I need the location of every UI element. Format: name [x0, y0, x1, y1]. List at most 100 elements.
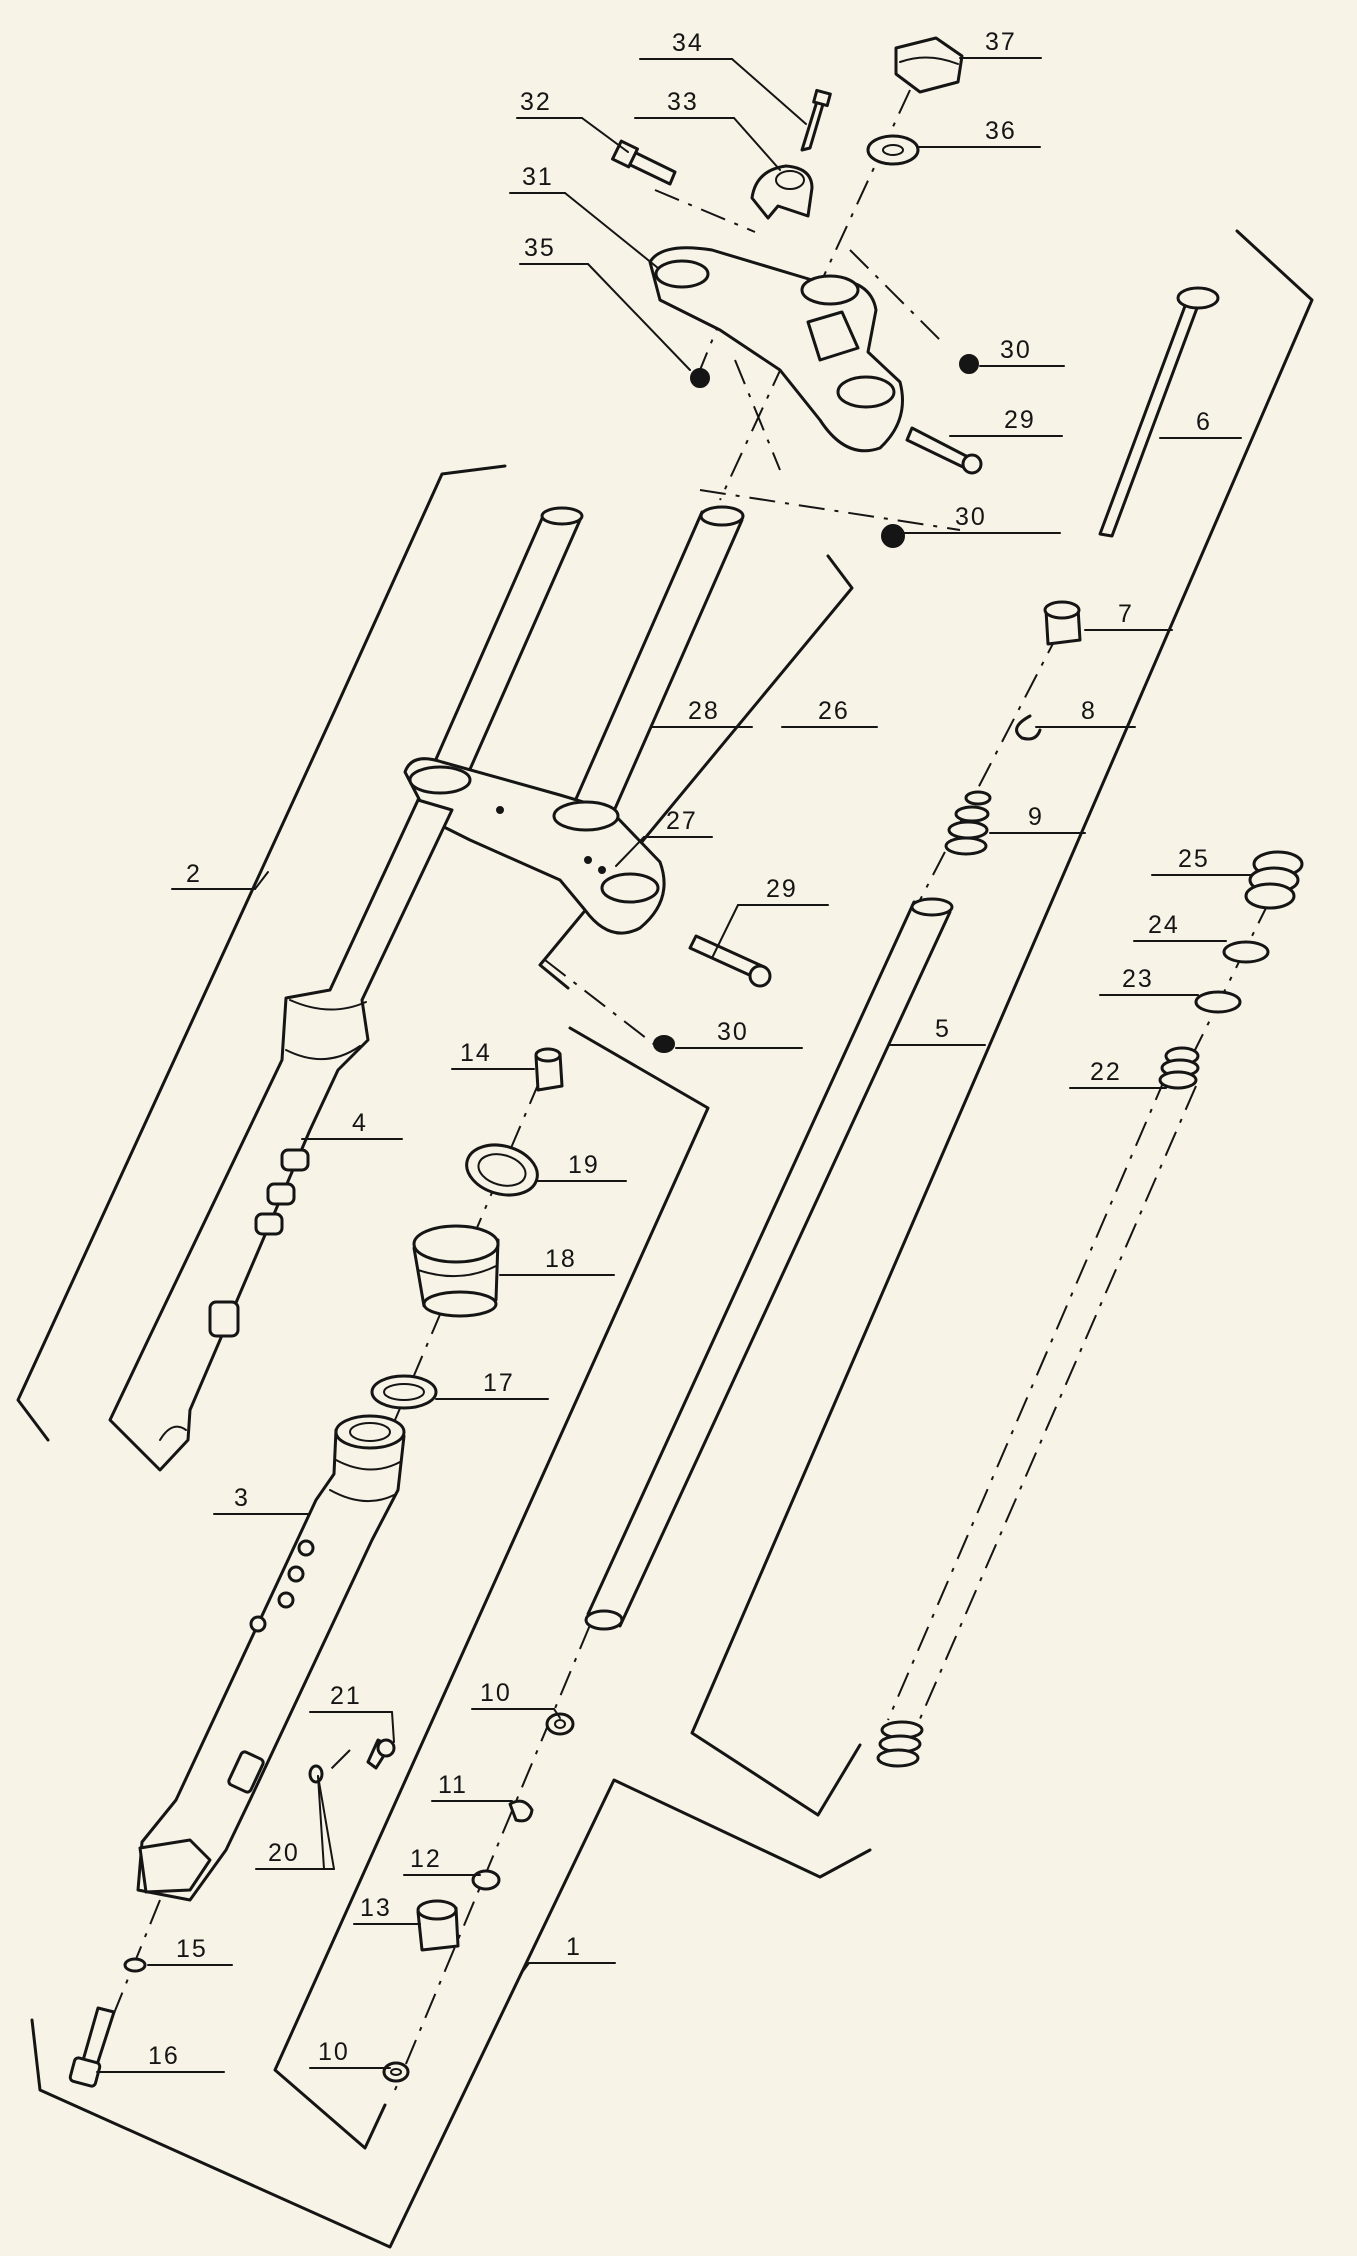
callout-number: 10: [318, 2038, 350, 2066]
callout-17: 17: [435, 1369, 549, 1400]
callout-29-upper: 29: [949, 406, 1063, 437]
callout-25: 25: [1151, 845, 1253, 876]
callout-20: 20: [255, 1775, 335, 1870]
callout-number: 3: [234, 1484, 250, 1512]
damper-rod-part-6: [1098, 286, 1220, 538]
callout-number: 13: [360, 1894, 392, 1922]
callout-21: 21: [309, 1682, 395, 1743]
callout-30-upper: 30: [979, 336, 1065, 367]
callout-number: 30: [1000, 336, 1032, 364]
valve-part-11: [508, 1799, 534, 1823]
lower-triple-clamp-part-27: [403, 757, 666, 935]
nut-part-30-lower: [653, 1035, 675, 1053]
callout-number: 22: [1090, 1058, 1122, 1086]
callout-number: 1: [566, 1933, 582, 1961]
washer-part-36: [866, 134, 920, 166]
callout-number: 19: [568, 1151, 600, 1179]
callout-11: 11: [431, 1771, 513, 1802]
callout-23: 23: [1099, 965, 1199, 996]
callout-5: 5: [889, 1015, 986, 1046]
callout-8: 8: [1035, 697, 1136, 728]
ring-part-24: [1222, 940, 1270, 964]
callout-number: 25: [1178, 845, 1210, 873]
dust-seal-part-18: [412, 1224, 500, 1318]
callout-34: 34: [639, 29, 807, 125]
bolt-part-32: [611, 139, 677, 186]
callout-3: 3: [213, 1484, 311, 1515]
circlip-part-8: [1015, 714, 1042, 741]
callout-number: 32: [520, 88, 552, 116]
callout-4: 4: [301, 1109, 403, 1140]
callout-number: 34: [672, 29, 704, 57]
clamp-part-33: [750, 164, 814, 220]
callout-number: 4: [352, 1109, 368, 1137]
callout-9: 9: [989, 803, 1086, 834]
callout-number: 21: [330, 1682, 362, 1710]
callout-35: 35: [519, 234, 691, 371]
oil-seal-part-17: [370, 1374, 438, 1410]
callout-26: 26: [781, 697, 878, 728]
bolt-part-29-upper: [905, 426, 983, 475]
callout-30-middle: 30: [903, 503, 1061, 534]
bracket-group-2: [16, 464, 507, 1442]
bracket-group-26: [538, 554, 854, 990]
washer-part-12: [471, 1869, 501, 1891]
callout-15: 15: [147, 1935, 233, 1966]
callout-6: 6: [1159, 408, 1242, 439]
fork-tube-part-5: [584, 897, 954, 1631]
callout-22: 22: [1069, 1058, 1167, 1089]
callout-13: 13: [353, 1894, 421, 1925]
callout-18: 18: [499, 1245, 615, 1276]
callout-number: 8: [1081, 697, 1097, 725]
bracket-group-6: [690, 229, 1314, 1817]
fork-slider-part-4: [108, 798, 454, 1472]
callout-10-lower: 10: [309, 2038, 391, 2069]
callout-labels: 1 2 3 4 5 6 7 8 9 10 10 11 12 13 14 15 1…: [96, 28, 1253, 2073]
callout-number: 28: [688, 697, 720, 725]
callout-7: 7: [1084, 600, 1173, 631]
bracket-group-3: [273, 1026, 710, 2150]
callout-2: 2: [171, 860, 269, 890]
callout-number: 29: [1004, 406, 1036, 434]
clip-part-10-upper: [545, 1712, 575, 1736]
callout-30-lower: 30: [675, 1018, 803, 1049]
nut-part-37: [894, 36, 964, 94]
screw-part-34: [800, 88, 832, 152]
callout-number: 16: [148, 2042, 180, 2070]
callout-number: 36: [985, 117, 1017, 145]
cap-part-14: [534, 1047, 564, 1092]
callout-number: 12: [410, 1845, 442, 1873]
callout-number: 31: [522, 163, 554, 191]
ring-part-23: [1194, 990, 1242, 1014]
callout-31: 31: [509, 163, 659, 269]
stanchion-tube-part-2-left: [416, 506, 584, 812]
nut-part-30-middle: [881, 524, 905, 548]
bolt-part-16: [68, 2006, 116, 2088]
callout-number: 27: [666, 807, 698, 835]
nut-part-30-upper: [959, 354, 979, 374]
callout-number: 6: [1196, 408, 1212, 436]
callout-number: 17: [483, 1369, 515, 1397]
callout-number: 9: [1028, 803, 1044, 831]
callout-29-lower: 29: [711, 875, 829, 959]
callout-number: 37: [985, 28, 1017, 56]
callout-number: 10: [480, 1679, 512, 1707]
callout-16: 16: [96, 2042, 225, 2073]
callout-32: 32: [516, 88, 629, 153]
callout-19: 19: [535, 1151, 627, 1182]
callout-number: 30: [955, 503, 987, 531]
fork-spring-part-22: [876, 1046, 1200, 1768]
screw-part-21: [366, 1738, 396, 1770]
callout-number: 15: [176, 1935, 208, 1963]
callout-number: 29: [766, 875, 798, 903]
callout-1: 1: [519, 1933, 616, 1976]
callout-24: 24: [1133, 911, 1227, 942]
callout-number: 33: [667, 88, 699, 116]
callout-number: 14: [460, 1039, 492, 1067]
callout-14: 14: [451, 1039, 535, 1070]
fork-slider-part-3: [136, 1414, 406, 1902]
bushing-part-7: [1043, 600, 1082, 646]
bracket-group-1: [30, 1778, 872, 2249]
